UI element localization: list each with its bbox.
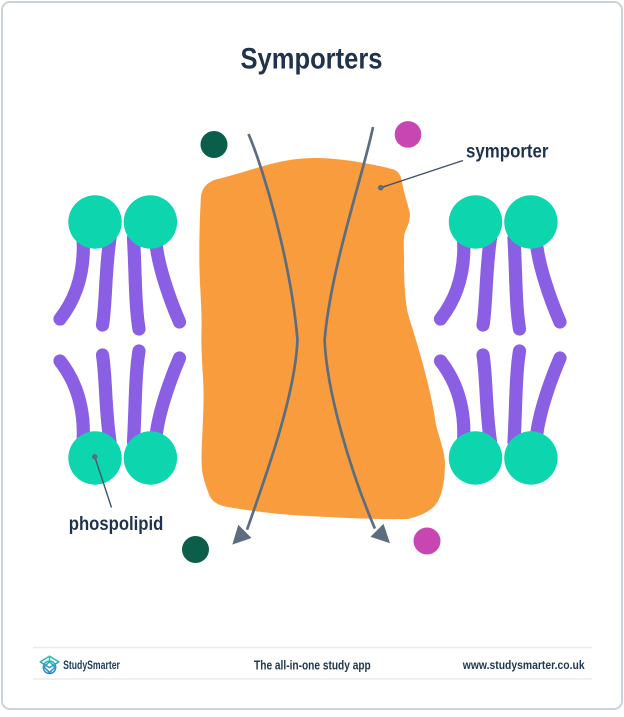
svg-text:www.studysmarter.co.uk: www.studysmarter.co.uk	[462, 658, 585, 672]
svg-text:phospolipid: phospolipid	[69, 513, 164, 535]
svg-text:StudySmarter: StudySmarter	[63, 658, 120, 672]
svg-text:The all-in-one study app: The all-in-one study app	[254, 657, 371, 672]
svg-text:Symporters: Symporters	[241, 42, 383, 75]
svg-text:symporter: symporter	[466, 142, 549, 163]
